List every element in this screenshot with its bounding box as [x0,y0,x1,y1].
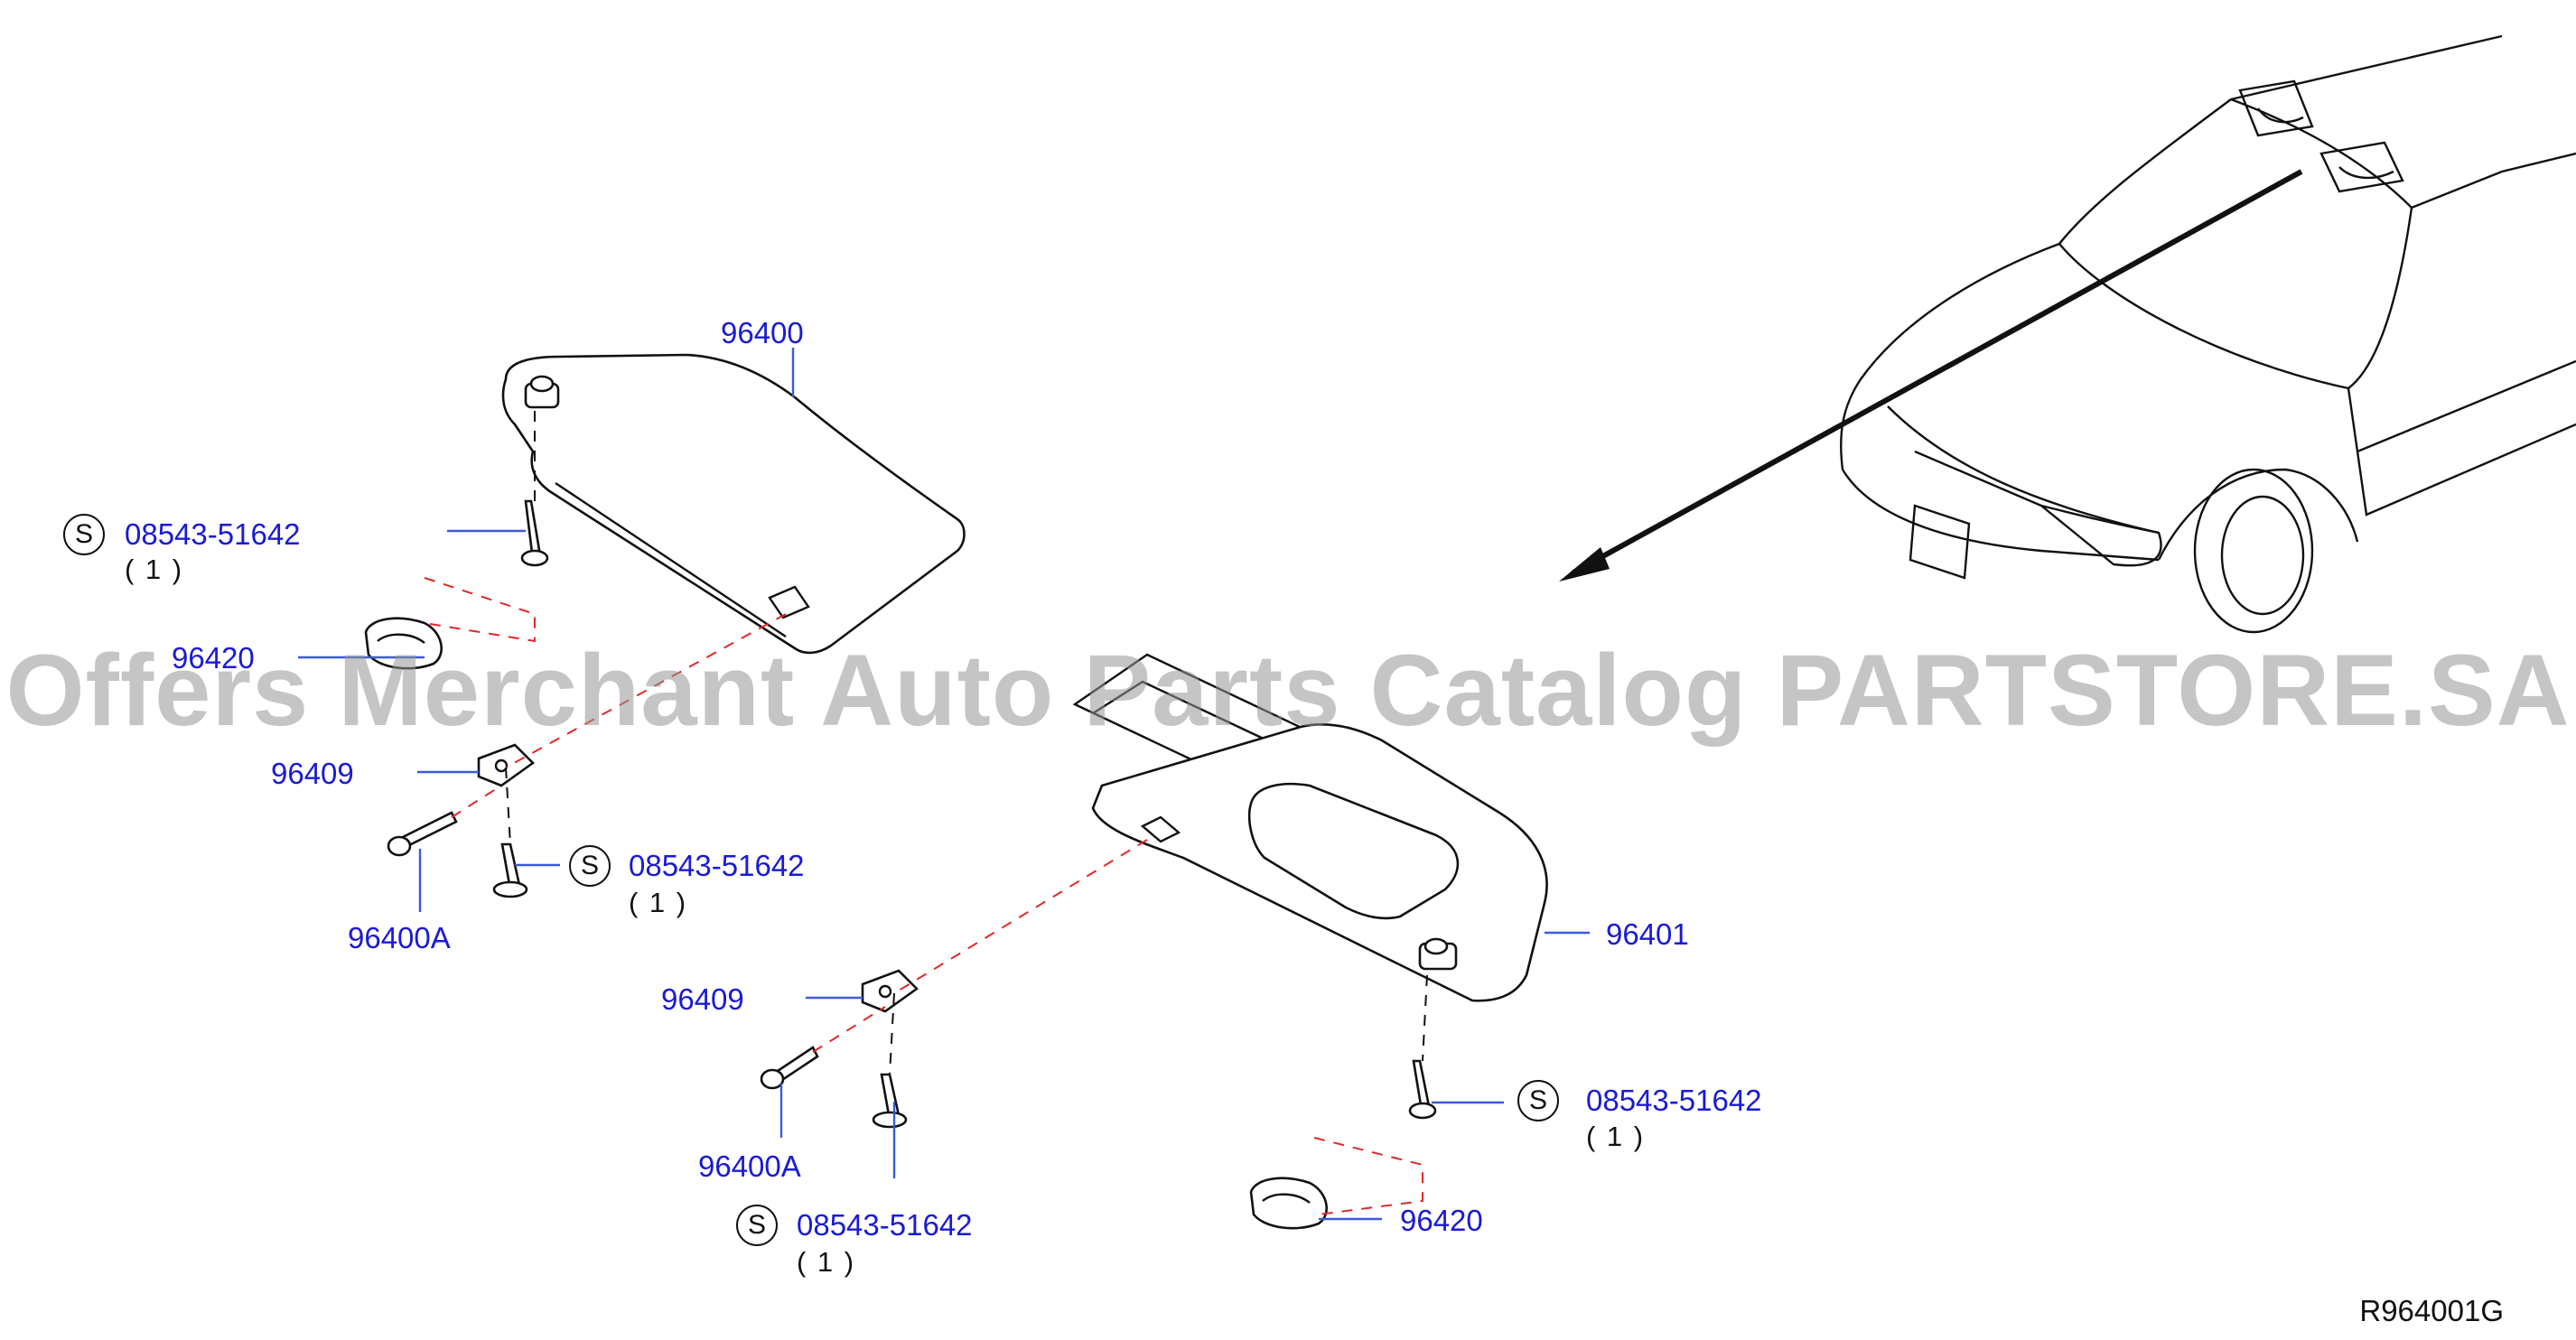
car-illustration [1840,34,2576,634]
supplied-badge: S [569,845,611,887]
callout-96400A-b[interactable]: 96400A [698,1149,801,1183]
callout-96420-a[interactable]: 96420 [172,641,255,675]
cover-left [364,617,443,670]
callout-96409-b[interactable]: 96409 [661,982,744,1016]
callout-08543-51642-d[interactable]: 08543-51642 [797,1208,973,1242]
callout-96401[interactable]: 96401 [1606,917,1689,951]
quantity-b: ( 1 ) [629,887,688,918]
leader-lines [298,348,1590,1221]
screw-right-bottom [872,1073,908,1129]
cover-right [1249,1177,1328,1230]
screw-left-bottom [492,842,528,898]
supplied-badge: S [1517,1080,1559,1121]
callout-96409-a[interactable]: 96409 [271,757,354,790]
screw-right-top [1408,1059,1437,1120]
clip-right [861,969,919,1013]
callout-96400[interactable]: 96400 [721,316,804,349]
callout-08543-51642-a[interactable]: 08543-51642 [125,517,301,551]
sun-visor-left [501,353,966,655]
screw-left-top [520,499,549,567]
location-arrow [1559,169,2303,582]
assembly-lines [424,411,1428,1215]
callout-96420-b[interactable]: 96420 [1400,1204,1483,1237]
bolt-right [760,1046,819,1090]
supplied-badge: S [63,514,105,555]
supplied-badge: S [736,1205,778,1246]
callout-08543-51642-b[interactable]: 08543-51642 [629,849,805,882]
callout-96400A-a[interactable]: 96400A [348,921,451,954]
quantity-d: ( 1 ) [797,1246,856,1278]
sun-visor-right [1072,653,1548,1002]
callout-08543-51642-c[interactable]: 08543-51642 [1586,1084,1762,1117]
diagram-reference-code: R964001G [2359,1294,2504,1327]
bolt-left [387,811,458,857]
quantity-c: ( 1 ) [1586,1121,1646,1152]
clip-left [477,743,536,787]
quantity-a: ( 1 ) [125,554,184,585]
